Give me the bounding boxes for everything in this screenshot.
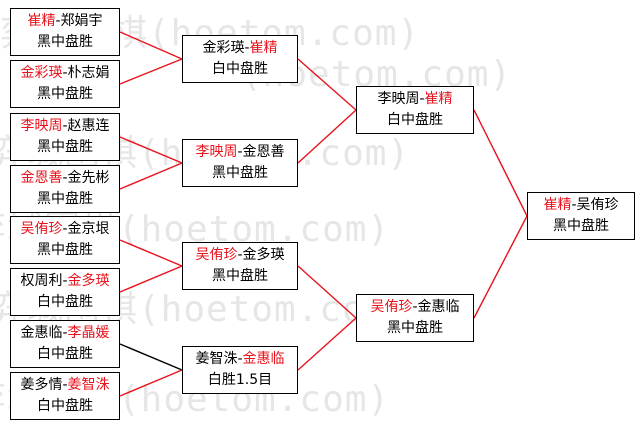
- connector-line: [119, 265, 183, 293]
- match-result: 黑中盘胜: [212, 268, 268, 284]
- separator: -: [237, 144, 243, 160]
- separator: -: [412, 299, 418, 315]
- player-black: 崔精: [543, 197, 572, 213]
- separator: -: [419, 91, 425, 107]
- match-result: 黑中盘胜: [37, 34, 93, 50]
- match-box-r3: 李映周-崔精 白中盘胜: [356, 86, 474, 134]
- connector-line: [119, 162, 183, 190]
- player-white: 崔精: [249, 40, 278, 56]
- connector-line: [119, 369, 183, 397]
- match-result: 白中盘胜: [212, 61, 268, 77]
- player-black: 李映周: [20, 118, 63, 134]
- match-box-r2: 吴侑珍-金多瑛 黑中盘胜: [182, 242, 298, 290]
- player-white: 郑娟宇: [60, 13, 103, 29]
- player-white: 赵惠连: [67, 118, 110, 134]
- match-box-r1: 金彩瑛-朴志娟 黑中盘胜: [10, 60, 120, 108]
- connector-line: [297, 109, 357, 164]
- separator: -: [62, 221, 68, 237]
- match-result: 白中盘胜: [387, 112, 443, 128]
- match-result: 白中盘胜: [37, 346, 93, 362]
- player-white: 金先彬: [67, 170, 110, 186]
- player-white: 姜智洙: [67, 377, 110, 393]
- connector-line: [473, 215, 528, 319]
- player-white: 崔精: [424, 91, 453, 107]
- match-result: 黑中盘胜: [387, 320, 443, 336]
- match-box-r1: 权周利-金多瑛 白中盘胜: [10, 268, 120, 316]
- match-box-r1: 崔精-郑娟宇 黑中盘胜: [10, 8, 120, 56]
- match-result: 黑中盘胜: [37, 242, 93, 258]
- player-white: 吴侑珍: [576, 197, 619, 213]
- separator: -: [62, 377, 68, 393]
- player-white: 金多瑛: [242, 247, 285, 263]
- connector-line: [119, 136, 183, 164]
- separator: -: [62, 118, 68, 134]
- connector-line: [473, 109, 528, 217]
- player-white: 金惠临: [417, 299, 460, 315]
- separator: -: [237, 247, 243, 263]
- connector-line: [119, 58, 183, 85]
- connector-line: [119, 239, 183, 267]
- separator: -: [237, 351, 243, 367]
- match-box-r2: 姜智洙-金惠临 白胜1.5目: [182, 346, 298, 394]
- separator: -: [62, 170, 68, 186]
- match-box-r3: 吴侑珍-金惠临 黑中盘胜: [356, 294, 474, 342]
- connector-line: [119, 343, 183, 371]
- separator: -: [62, 65, 68, 81]
- player-white: 金多瑛: [67, 273, 110, 289]
- player-black: 金彩瑛: [202, 40, 245, 56]
- match-box-final: 崔精-吴侑珍 黑中盘胜: [527, 192, 635, 240]
- match-box-r1: 金恩善-金先彬 黑中盘胜: [10, 165, 120, 213]
- player-black: 李映周: [377, 91, 420, 107]
- player-black: 吴侑珍: [20, 221, 63, 237]
- player-black: 姜智洙: [195, 351, 238, 367]
- connector-line: [297, 265, 357, 319]
- match-result: 黑中盘胜: [37, 191, 93, 207]
- player-black: 吴侑珍: [195, 247, 238, 263]
- player-black: 崔精: [27, 13, 56, 29]
- player-black: 权周利: [20, 273, 63, 289]
- connector-line: [119, 31, 183, 60]
- player-black: 金彩瑛: [20, 65, 63, 81]
- connector-line: [297, 317, 357, 371]
- match-box-r1: 吴侑珍-金京垠 黑中盘胜: [10, 216, 120, 264]
- player-white: 朴志娟: [67, 65, 110, 81]
- match-box-r1: 李映周-赵惠连 黑中盘胜: [10, 113, 120, 161]
- player-white: 金惠临: [242, 351, 285, 367]
- player-white: 李晶媛: [67, 325, 110, 341]
- player-black: 吴侑珍: [370, 299, 413, 315]
- match-result: 黑中盘胜: [212, 165, 268, 181]
- player-black: 金恩善: [20, 170, 63, 186]
- separator: -: [62, 325, 68, 341]
- match-box-r2: 金彩瑛-崔精 白中盘胜: [182, 35, 298, 83]
- match-result: 白中盘胜: [37, 398, 93, 414]
- match-box-r1: 金惠临-李晶媛 白中盘胜: [10, 320, 120, 368]
- match-result: 白胜1.5目: [207, 372, 273, 388]
- separator: -: [571, 197, 577, 213]
- match-result: 黑中盘胜: [553, 218, 609, 234]
- player-black: 李映周: [195, 144, 238, 160]
- match-box-r1: 姜多情-姜智洙 白中盘胜: [10, 372, 120, 420]
- player-black: 金惠临: [20, 325, 63, 341]
- match-box-r2: 李映周-金恩善 黑中盘胜: [182, 139, 298, 187]
- match-result: 黑中盘胜: [37, 86, 93, 102]
- match-result: 白中盘胜: [37, 294, 93, 310]
- separator: -: [62, 273, 68, 289]
- player-white: 金京垠: [67, 221, 110, 237]
- match-result: 黑中盘胜: [37, 139, 93, 155]
- separator: -: [55, 13, 61, 29]
- player-white: 金恩善: [242, 144, 285, 160]
- separator: -: [244, 40, 250, 56]
- connector-line: [297, 58, 357, 111]
- player-black: 姜多情: [20, 377, 63, 393]
